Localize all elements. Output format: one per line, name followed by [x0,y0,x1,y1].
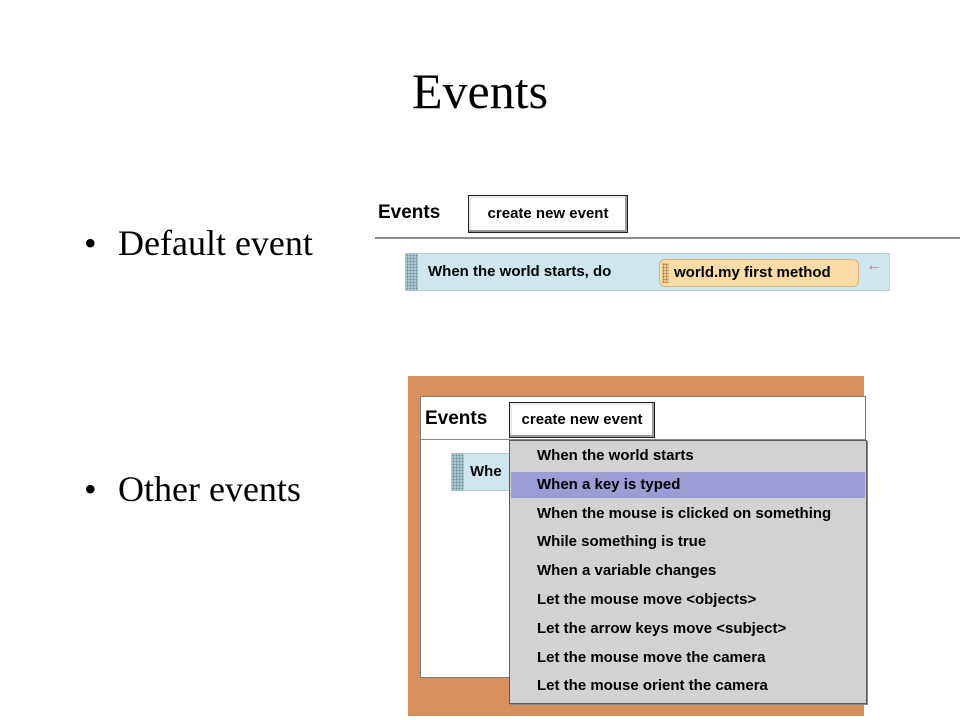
create-new-event-button[interactable]: create new event [468,195,628,233]
create-new-event-button[interactable]: create new event [509,402,655,438]
default-event-panel: Events create new event When the world s… [375,192,960,292]
method-drag-handle-icon[interactable] [662,263,669,283]
menu-item[interactable]: While something is true [537,533,707,551]
bullet-default-event: • Default event [84,222,313,264]
drag-handle-icon[interactable] [451,453,464,491]
drag-handle-icon[interactable] [405,253,418,291]
method-tile[interactable]: world.my first method [659,259,859,287]
arrow-left-icon[interactable]: ← [866,257,882,274]
menu-item[interactable]: Let the mouse move the camera [537,648,766,666]
bullet-text: Default event [118,223,313,263]
bullet-other-events: • Other events [84,468,301,510]
event-block[interactable]: Whe [451,453,513,491]
menu-item[interactable]: Let the mouse move <objects> [537,591,757,608]
menu-item[interactable]: Let the mouse orient the camera [537,677,768,695]
event-label: Whe [470,463,502,480]
bullet-dot: • [84,469,97,509]
menu-item[interactable]: When the mouse is clicked on something [537,504,832,522]
method-name: world.my first method [674,264,831,281]
menu-item[interactable]: Let the arrow keys move <subject> [537,619,787,637]
event-block[interactable]: When the world starts, do world.my first… [405,253,890,291]
menu-item[interactable]: When the world starts [537,447,694,464]
bullet-dot: • [84,223,97,263]
slide-title: Events [411,63,549,119]
menu-item[interactable]: When a key is typed [511,471,865,498]
divider [421,439,865,440]
events-header: Events [378,202,441,223]
menu-item[interactable]: When a variable changes [537,562,717,580]
event-label: When the world starts, do [428,263,612,280]
divider [375,237,960,239]
bullet-text: Other events [118,469,301,509]
events-header: Events [425,408,488,429]
